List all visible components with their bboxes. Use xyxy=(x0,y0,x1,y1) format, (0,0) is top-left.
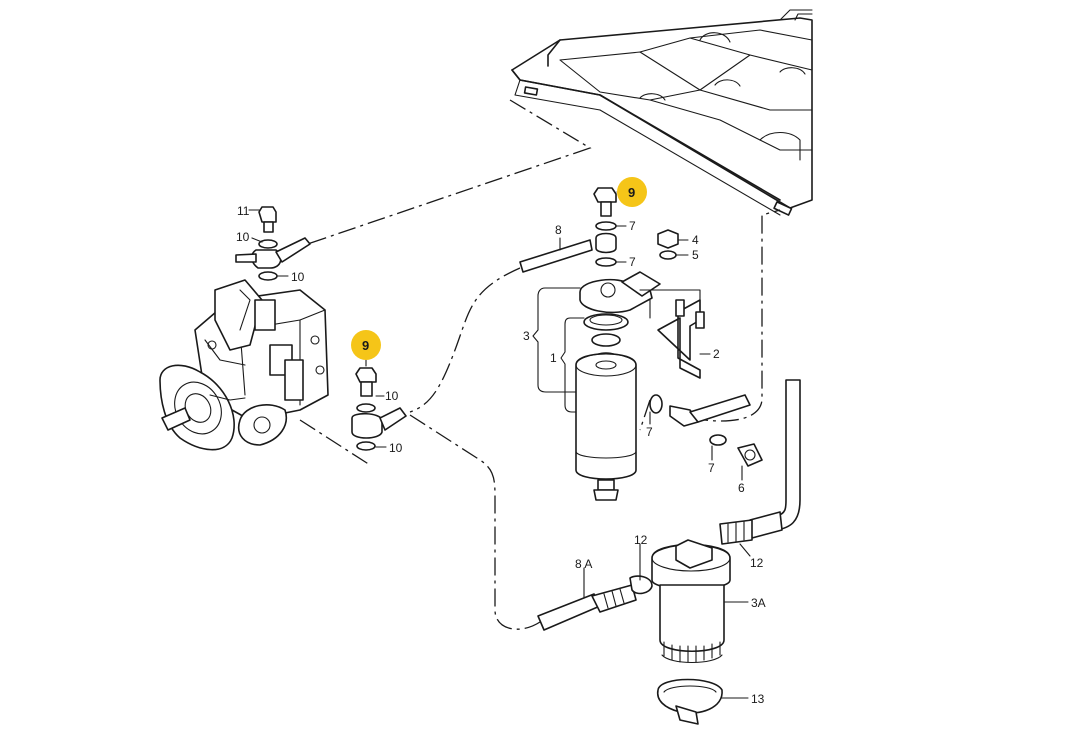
label-4: 4 xyxy=(692,233,699,247)
label-8: 8 xyxy=(555,223,562,237)
label-12-a: 12 xyxy=(634,533,648,547)
label-13: 13 xyxy=(751,692,765,706)
label-7-a: 7 xyxy=(629,219,636,233)
upper-banjo-fitting xyxy=(235,206,311,281)
fuel-filter-3A xyxy=(651,539,731,663)
highlight-marker-left xyxy=(351,330,381,360)
label-9-right: 9 xyxy=(628,185,635,200)
part-labels: 11 10 10 9 10 10 9 8 7 7 4 5 3 1 2 7 7 6… xyxy=(236,185,766,706)
label-8A: 8 A xyxy=(575,557,592,571)
fuel-filter-assembly xyxy=(575,187,705,501)
label-7-c: 7 xyxy=(646,425,653,439)
highlight-marker-right xyxy=(617,177,647,207)
label-7-d: 7 xyxy=(708,461,715,475)
label-11: 11 xyxy=(237,204,250,218)
return-line-fittings xyxy=(649,394,763,467)
label-3: 3 xyxy=(523,329,530,343)
label-2: 2 xyxy=(713,347,720,361)
label-6: 6 xyxy=(738,481,745,495)
hose-clamp-13 xyxy=(656,678,723,725)
label-10-lower-b: 10 xyxy=(389,441,403,455)
engine-cylinder-head xyxy=(511,9,813,216)
label-7-b: 7 xyxy=(629,255,636,269)
lower-banjo-fitting xyxy=(351,367,407,451)
group-bracket-1 xyxy=(560,317,585,413)
label-3A: 3A xyxy=(751,596,766,610)
label-1: 1 xyxy=(550,351,557,365)
label-10-upper: 10 xyxy=(236,230,250,244)
label-10-upper-lower: 10 xyxy=(291,270,305,284)
fuel-hose-8A xyxy=(537,575,653,631)
label-12-b: 12 xyxy=(750,556,764,570)
label-10-lower-a: 10 xyxy=(385,389,399,403)
return-pipe xyxy=(719,379,801,545)
label-9-left: 9 xyxy=(362,338,369,353)
label-5: 5 xyxy=(692,248,699,262)
group-bracket-3 xyxy=(532,287,581,393)
injection-pump xyxy=(159,279,329,451)
fuel-hose-8 xyxy=(519,239,593,273)
